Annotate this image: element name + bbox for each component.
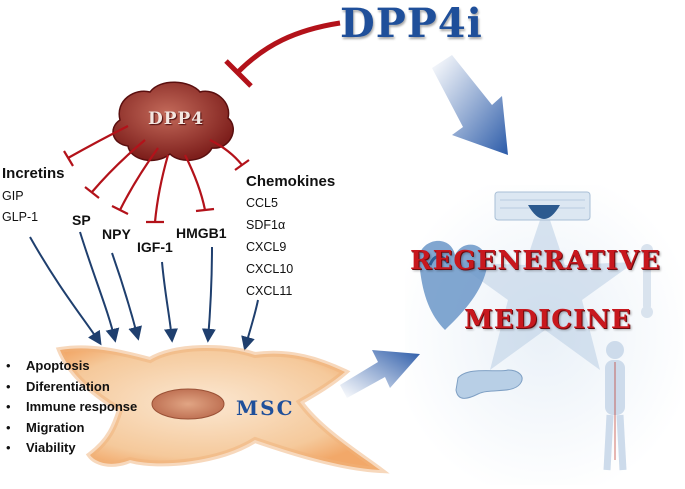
dpp4i-title: DPP4i — [340, 0, 483, 47]
inhibit-dpp4i-to-dpp4 — [236, 20, 341, 74]
msc-effects-list: Apoptosis Diferentiation Immune response… — [6, 356, 137, 459]
effect-item: Immune response — [6, 397, 137, 418]
inhibition-lines — [63, 125, 250, 224]
substrate-igf1: IGF-1 — [137, 239, 173, 255]
effect-item: Diferentiation — [6, 377, 137, 398]
effect-arrows — [29, 231, 259, 351]
bone-icon — [641, 244, 653, 318]
chemokine-ccl5: CCL5 — [246, 196, 278, 210]
substrate-hmgb1: HMGB1 — [176, 225, 227, 241]
msc-label: MSC — [236, 396, 295, 420]
incretins-heading: Incretins — [2, 165, 65, 182]
substrate-npy: NPY — [102, 226, 131, 242]
regenerative-label: REGENERATIVE — [410, 246, 661, 276]
incretin-gip: GIP — [2, 189, 24, 203]
heart-icon — [418, 240, 488, 330]
pancreas-icon — [455, 369, 523, 399]
substrate-sp: SP — [72, 212, 91, 228]
effect-item: Apoptosis — [6, 356, 137, 377]
chemokine-sdf1a: SDF1α — [246, 218, 286, 232]
chemokine-cxcl9: CXCL9 — [246, 240, 287, 254]
arrow-dpp4i-to-regen — [432, 55, 508, 155]
vascular-body-icon — [603, 341, 627, 471]
effect-item: Viability — [6, 438, 137, 459]
arrow-msc-to-regen — [340, 350, 420, 398]
medicine-label: MEDICINE — [464, 305, 632, 335]
chemokines-heading: Chemokines — [246, 173, 336, 190]
dpp4-label: DPP4 — [148, 109, 205, 129]
effect-item: Migration — [6, 418, 137, 439]
chemokine-cxcl11: CXCL11 — [246, 284, 293, 298]
star-shape — [455, 205, 635, 370]
incretin-glp1: GLP-1 — [2, 210, 39, 224]
msc-nucleus — [151, 388, 225, 420]
skin-tissue-icon — [494, 191, 591, 221]
chemokine-cxcl10: CXCL10 — [246, 262, 294, 276]
